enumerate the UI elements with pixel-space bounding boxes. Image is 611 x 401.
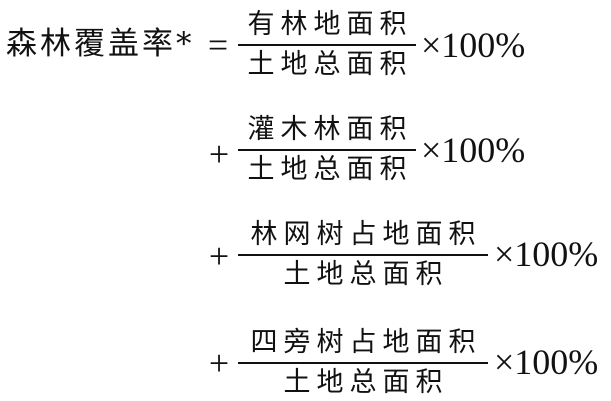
multiplier: ×100% <box>421 25 526 65</box>
fraction-term-3: 林网树占地面积 土地总面积 <box>238 218 488 292</box>
equals-sign: = <box>207 25 229 65</box>
denominator: 土地总面积 <box>283 366 449 398</box>
fraction-bar <box>238 254 488 256</box>
fraction-term-4: 四旁树占地面积 土地总面积 <box>238 326 488 400</box>
numerator: 灌木林面积 <box>247 114 413 145</box>
plus-sign: + <box>208 343 230 383</box>
fraction-bar <box>238 44 416 46</box>
fraction-bar <box>238 149 416 151</box>
denominator: 土地总面积 <box>283 258 449 290</box>
numerator: 林网树占地面积 <box>250 219 482 250</box>
numerator: 四旁树占地面积 <box>250 327 482 358</box>
denominator: 土地总面积 <box>247 48 413 80</box>
fraction-bar <box>238 362 488 364</box>
numerator: 有林地面积 <box>247 9 413 40</box>
multiplier: ×100% <box>494 342 599 382</box>
denominator: 土地总面积 <box>247 153 413 185</box>
plus-sign: + <box>208 236 230 276</box>
multiplier: ×100% <box>421 130 526 170</box>
fraction-term-1: 有林地面积 土地总面积 <box>238 8 416 82</box>
plus-sign: + <box>208 134 230 174</box>
multiplier: ×100% <box>494 234 599 274</box>
formula-lhs: 森林覆盖率* <box>6 26 195 62</box>
fraction-term-2: 灌木林面积 土地总面积 <box>238 113 416 187</box>
